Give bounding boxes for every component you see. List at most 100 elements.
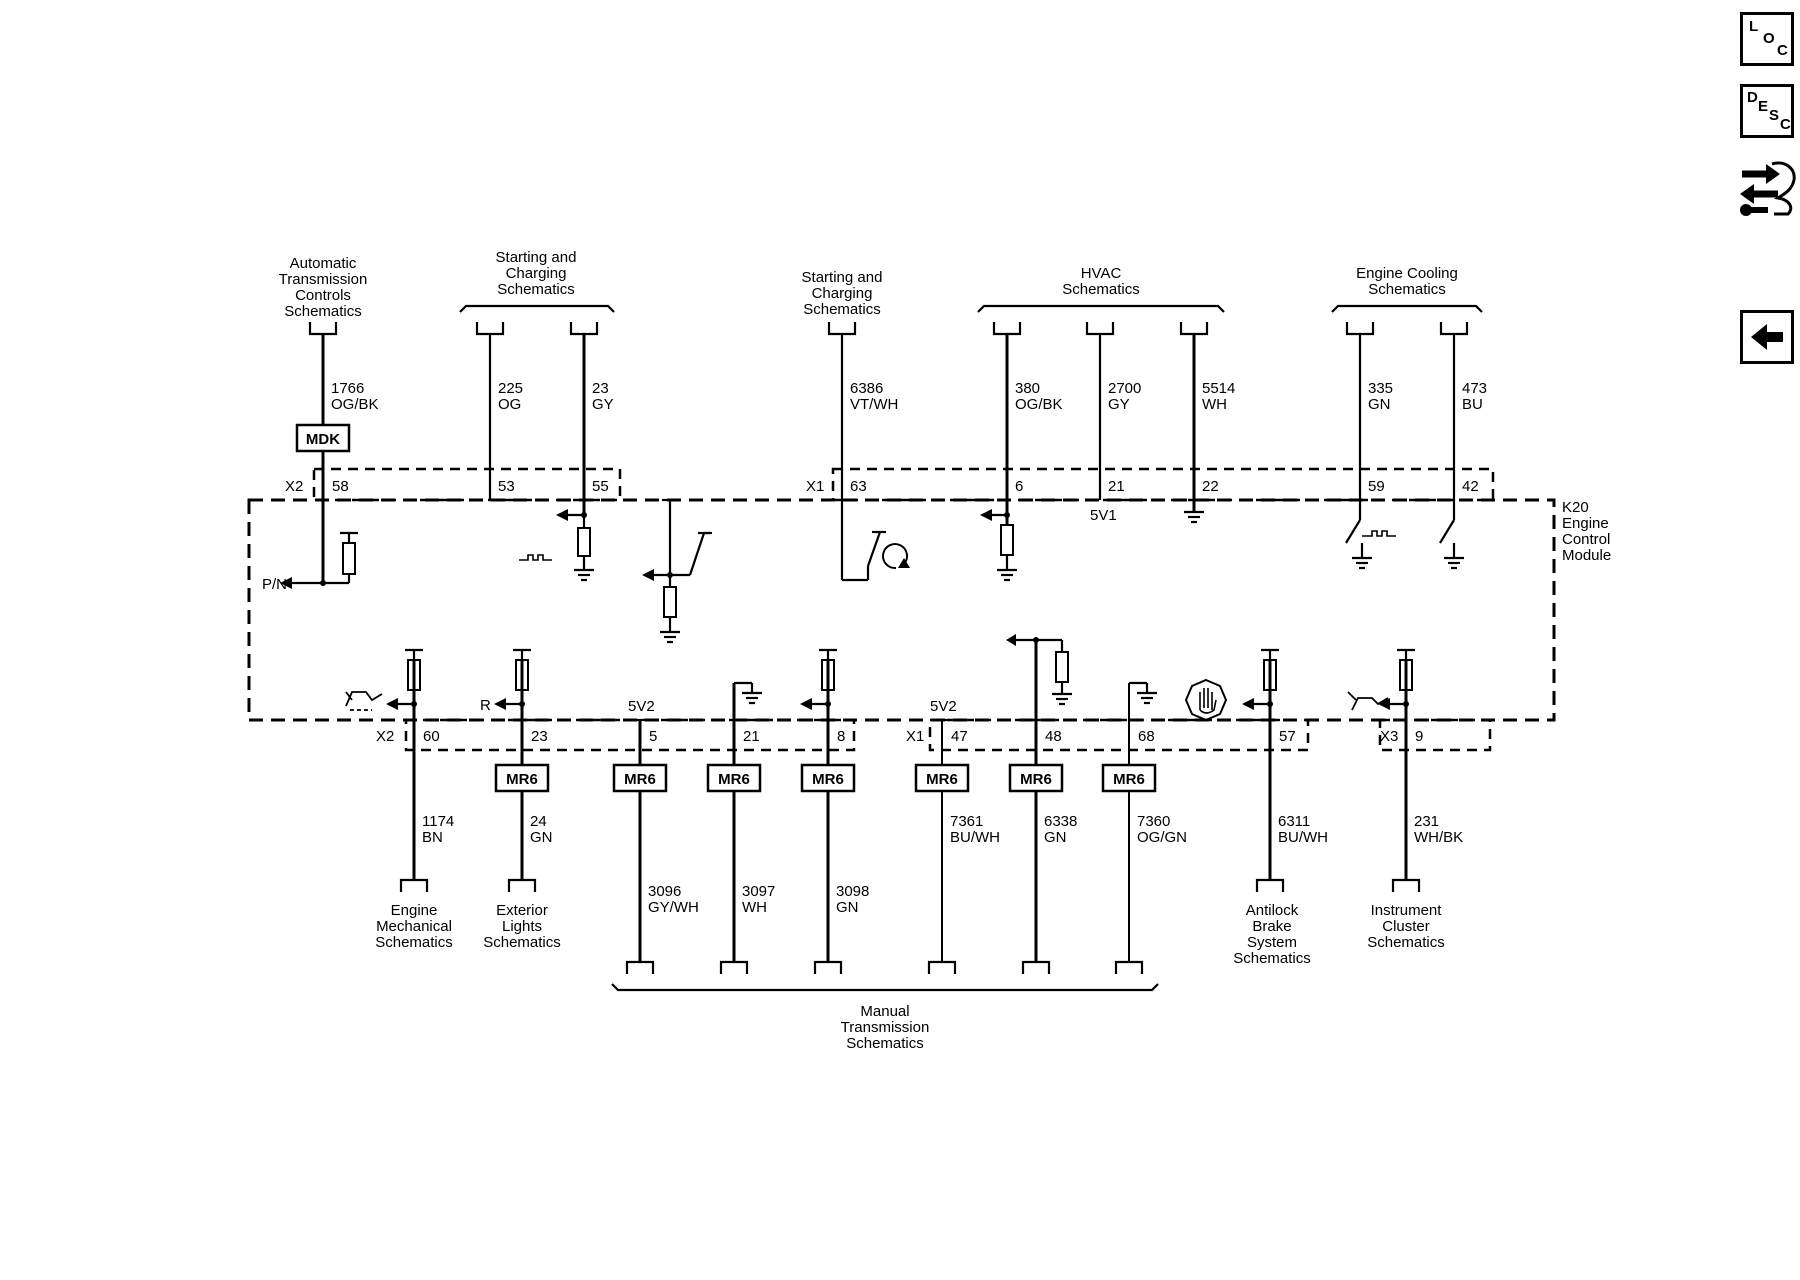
pin-53: 53 bbox=[498, 478, 515, 495]
color-23: GY bbox=[592, 396, 614, 413]
pin-22: 22 bbox=[1202, 478, 1219, 495]
mr6-splice-7 bbox=[1101, 763, 1157, 793]
circuit-473: 473 bbox=[1462, 380, 1487, 397]
pin-23-bottom: 23 bbox=[531, 728, 548, 745]
color-3098: GN bbox=[836, 899, 859, 916]
dest-sc2-line1: Starting and bbox=[802, 269, 883, 286]
dest-abs-line1: Antilock bbox=[1246, 902, 1299, 919]
back-arrow-icon bbox=[1751, 324, 1783, 350]
label-5v1: 5V1 bbox=[1090, 507, 1117, 524]
dest-hvac-line2: Schematics bbox=[1062, 281, 1140, 298]
desc-button[interactable]: D E S C bbox=[1740, 84, 1794, 138]
color-5514: WH bbox=[1202, 396, 1227, 413]
hand-brake-icon bbox=[1184, 678, 1228, 722]
pin-55: 55 bbox=[592, 478, 609, 495]
mr6-label-6: MR6 bbox=[1020, 771, 1052, 788]
connector-x1-top bbox=[831, 467, 1495, 502]
pin-9: 9 bbox=[1415, 728, 1423, 745]
dest-manual-line1: Manual bbox=[860, 1003, 909, 1020]
dest-extlights-line2: Lights bbox=[502, 918, 542, 935]
dest-hvac-line1: HVAC bbox=[1081, 265, 1122, 282]
dest-sc2-line3: Schematics bbox=[803, 301, 881, 318]
dest-sc1-line2: Charging bbox=[506, 265, 567, 282]
connector-x1-label: X1 bbox=[806, 478, 824, 495]
loc-letter-1: L bbox=[1749, 18, 1759, 35]
dest-engmech-line2: Mechanical bbox=[376, 918, 452, 935]
circuit-7361: 7361 bbox=[950, 813, 983, 830]
dest-engmech-line1: Engine bbox=[391, 902, 438, 919]
loc-letter-2: O bbox=[1763, 30, 1775, 47]
pn-label: P/N bbox=[262, 576, 287, 593]
label-5v2-a: 5V2 bbox=[628, 698, 655, 715]
color-1766: OG/BK bbox=[331, 396, 379, 413]
connector-x3-bottom bbox=[1378, 718, 1492, 752]
dest-cluster-line3: Schematics bbox=[1367, 934, 1445, 951]
connector-x1-bottom-label: X1 bbox=[906, 728, 924, 745]
mr6-label-7: MR6 bbox=[1113, 771, 1145, 788]
mr6-label-4: MR6 bbox=[812, 771, 844, 788]
pin-5: 5 bbox=[649, 728, 657, 745]
connector-x1-bottom bbox=[928, 718, 1310, 752]
oil-can-icon bbox=[345, 691, 383, 711]
circuit-5514: 5514 bbox=[1202, 380, 1235, 397]
mr6-label-1: MR6 bbox=[506, 771, 538, 788]
back-button[interactable] bbox=[1740, 310, 1794, 364]
pin-6: 6 bbox=[1015, 478, 1023, 495]
mr6-label-3: MR6 bbox=[718, 771, 750, 788]
mdk-label: MDK bbox=[306, 431, 340, 448]
dest-manual-line3: Schematics bbox=[846, 1035, 924, 1052]
label-5v2-b: 5V2 bbox=[930, 698, 957, 715]
color-7361: BU/WH bbox=[950, 829, 1000, 846]
color-6311: BU/WH bbox=[1278, 829, 1328, 846]
color-2700: GY bbox=[1108, 396, 1130, 413]
color-1174: BN bbox=[422, 829, 443, 846]
dest-abs-line2: Brake bbox=[1252, 918, 1291, 935]
circuit-6386: 6386 bbox=[850, 380, 883, 397]
color-6338: GN bbox=[1044, 829, 1067, 846]
color-380: OG/BK bbox=[1015, 396, 1063, 413]
pin-57: 57 bbox=[1279, 728, 1296, 745]
wrench-arrows-icon[interactable] bbox=[1738, 158, 1798, 220]
mr6-splice-5 bbox=[914, 763, 970, 793]
pin-42: 42 bbox=[1462, 478, 1479, 495]
mr6-splice-3 bbox=[706, 763, 762, 793]
label-r: R bbox=[480, 697, 491, 714]
dest-extlights-line3: Schematics bbox=[483, 934, 561, 951]
pin-21-top: 21 bbox=[1108, 478, 1125, 495]
pin-63: 63 bbox=[850, 478, 867, 495]
mdk-splice bbox=[295, 423, 351, 453]
pin-58: 58 bbox=[332, 478, 349, 495]
pin-60: 60 bbox=[423, 728, 440, 745]
oil-level-icon bbox=[1347, 691, 1389, 711]
circuit-1766: 1766 bbox=[331, 380, 364, 397]
pin-8: 8 bbox=[837, 728, 845, 745]
circuit-1174: 1174 bbox=[422, 813, 454, 830]
brace-manual-transmission bbox=[611, 983, 1159, 992]
circuit-3096: 3096 bbox=[648, 883, 681, 900]
brace-hvac bbox=[977, 304, 1225, 313]
dest-manual-line2: Transmission bbox=[841, 1019, 930, 1036]
circuit-3097: 3097 bbox=[742, 883, 775, 900]
circuit-2700: 2700 bbox=[1108, 380, 1141, 397]
dest-abs-line4: Schematics bbox=[1233, 950, 1311, 967]
color-231: WH/BK bbox=[1414, 829, 1463, 846]
dest-sc2-line2: Charging bbox=[812, 285, 873, 302]
module-label-line1: K20 bbox=[1562, 499, 1589, 516]
mr6-splice-6 bbox=[1008, 763, 1064, 793]
connector-x2-label: X2 bbox=[285, 478, 303, 495]
color-3097: WH bbox=[742, 899, 767, 916]
color-3096: GY/WH bbox=[648, 899, 699, 916]
connector-x2-top bbox=[312, 467, 622, 502]
loc-letter-3: C bbox=[1777, 42, 1788, 59]
mr6-splice-1 bbox=[494, 763, 550, 793]
pin-47: 47 bbox=[951, 728, 968, 745]
module-label-line2: Engine bbox=[1562, 515, 1609, 532]
circuit-231: 231 bbox=[1414, 813, 1439, 830]
loc-button[interactable]: L O C bbox=[1740, 12, 1794, 66]
module-label-line3: Control bbox=[1562, 531, 1610, 548]
ecm-module-outline bbox=[247, 498, 1556, 722]
color-225: OG bbox=[498, 396, 521, 413]
color-7360: OG/GN bbox=[1137, 829, 1187, 846]
dest-sc1-line3: Schematics bbox=[497, 281, 575, 298]
